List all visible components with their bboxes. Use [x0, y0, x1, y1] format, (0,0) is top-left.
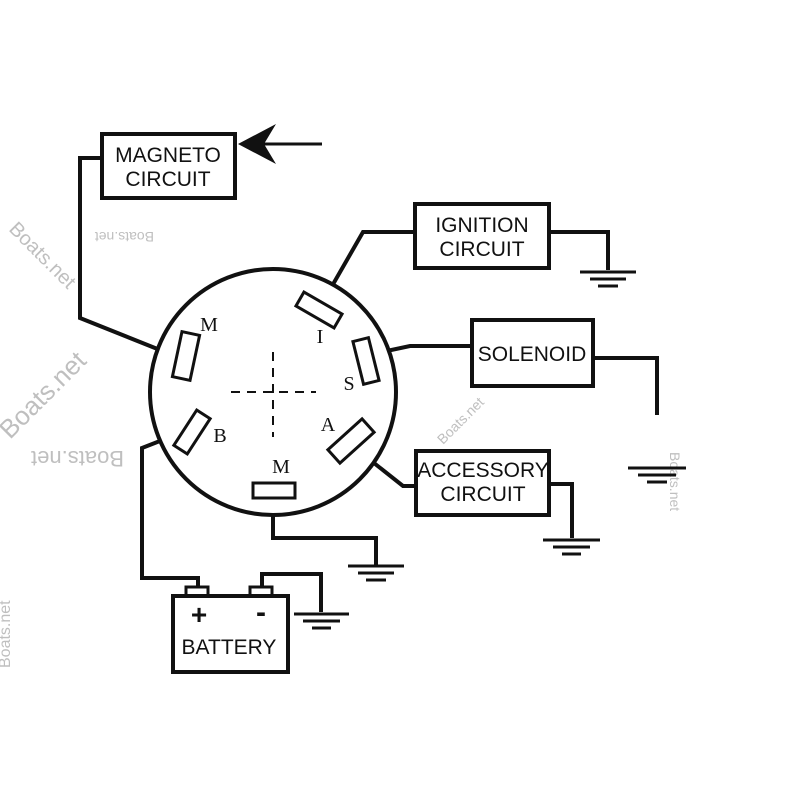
- terminal-a: [325, 416, 377, 466]
- terminal-i: [293, 290, 345, 330]
- watermark-5: Boats.net: [31, 446, 124, 471]
- wire-solenoid-ground: [593, 356, 659, 415]
- ignition-switch: M I S A B M: [148, 267, 398, 517]
- ground-icon-solenoid: [628, 466, 686, 484]
- battery-minus-sign: -: [256, 596, 266, 629]
- wire-ignition-ground: [549, 230, 610, 270]
- ground-symbols: [294, 270, 686, 630]
- watermark-6: Boats.net: [667, 452, 683, 511]
- wire-ignition: [322, 230, 415, 301]
- pin-label-m-bottom: M: [272, 456, 290, 478]
- wire-m-ground: [271, 500, 378, 565]
- terminal-m-top: [170, 329, 202, 383]
- battery-body: [171, 594, 290, 674]
- solenoid-label: SOLENOID: [478, 343, 587, 366]
- battery-label: BATTERY: [182, 636, 277, 659]
- solenoid-box: SOLENOID: [470, 318, 595, 388]
- pin-label-a: A: [321, 414, 336, 436]
- magneto-line2: CIRCUIT: [125, 168, 210, 191]
- ground-icon-switch: [348, 564, 404, 582]
- accessory-circuit-box: ACCESSORY CIRCUIT: [414, 449, 551, 517]
- ground-icon-ignition: [580, 270, 636, 288]
- ground-icon-accessory: [543, 538, 600, 556]
- accessory-line1: ACCESSORY: [417, 459, 549, 482]
- wire-magneto: [78, 156, 166, 354]
- magneto-circuit-box: MAGNETO CIRCUIT: [100, 132, 237, 200]
- ignition-line1: IGNITION: [435, 214, 528, 237]
- accessory-line2: CIRCUIT: [440, 483, 525, 506]
- battery-plus-sign: +: [191, 599, 207, 630]
- terminal-m-bottom: [251, 481, 297, 500]
- ignition-circuit-box: IGNITION CIRCUIT: [413, 202, 551, 270]
- magneto-line1: MAGNETO: [115, 144, 221, 167]
- pin-label-b: B: [213, 425, 226, 447]
- battery: + - BATTERY: [171, 585, 290, 674]
- watermark-4: Boats.net: [434, 394, 487, 447]
- watermark-7: Boats.net: [0, 600, 14, 668]
- pin-label-s: S: [343, 373, 354, 395]
- pin-label-i: I: [317, 326, 324, 348]
- watermark-2: Boats.net: [0, 345, 92, 444]
- watermark-1: Boats.net: [4, 218, 80, 294]
- wire-battery-negative: [260, 572, 323, 612]
- ignition-line2: CIRCUIT: [439, 238, 524, 261]
- wire-accessory-ground: [549, 482, 574, 538]
- ground-icon-battery: [294, 612, 349, 630]
- terminal-b: [171, 407, 213, 457]
- arrow-icon: [238, 124, 322, 164]
- pin-label-m-top: M: [200, 314, 218, 336]
- wire-battery-positive: [140, 430, 200, 590]
- terminal-s: [351, 335, 381, 387]
- watermark-3: Boats.net: [95, 229, 154, 245]
